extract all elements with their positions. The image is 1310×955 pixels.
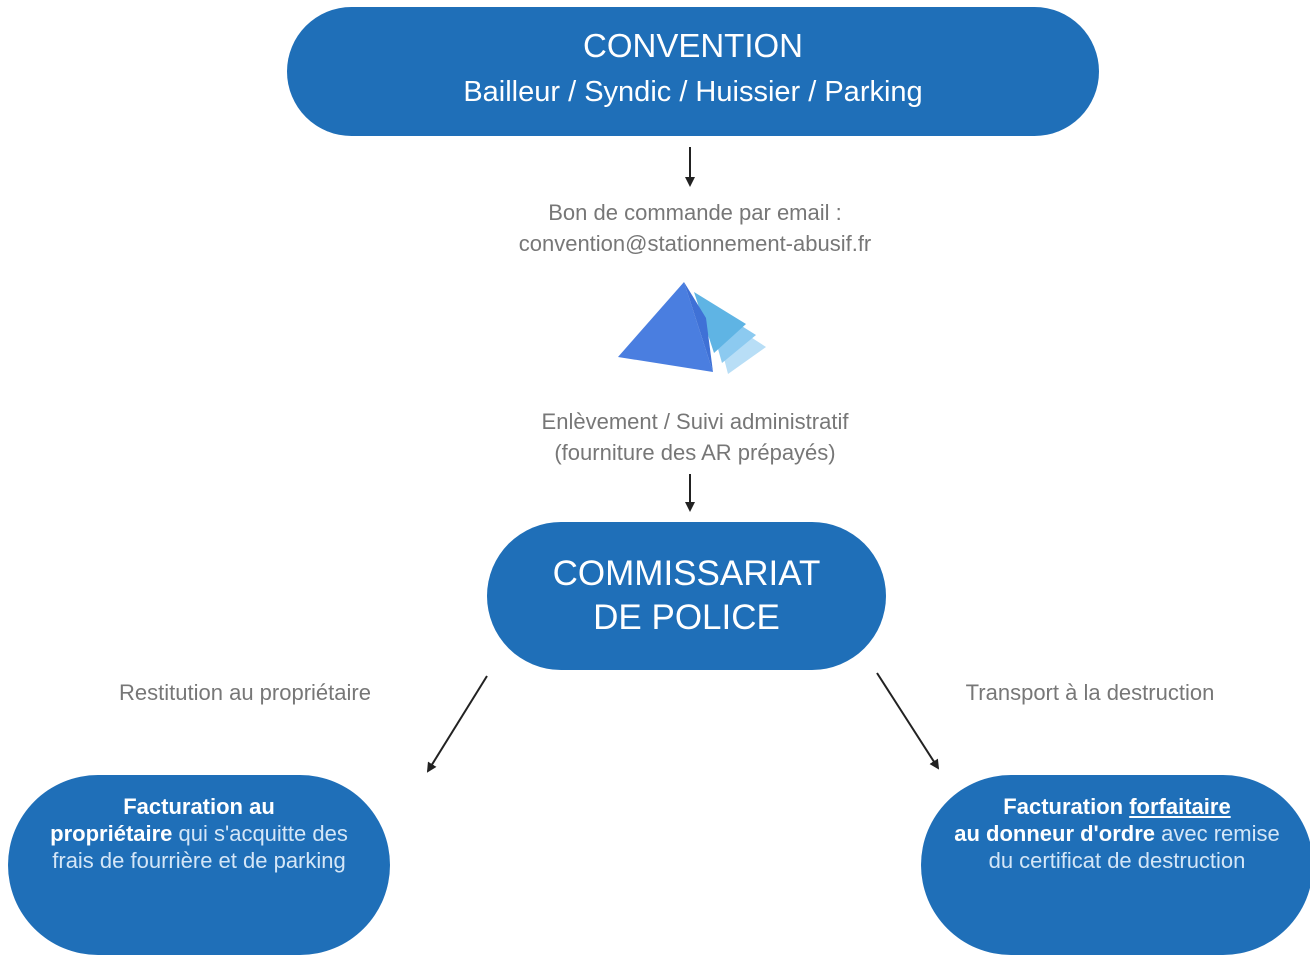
commissariat-line2: DE POLICE — [593, 598, 780, 637]
removal-label-line1: Enlèvement / Suivi administratif — [541, 409, 849, 434]
billing-client-strong2: au donneur d'ordre — [954, 821, 1156, 846]
commissariat-line1: COMMISSARIAT — [552, 554, 821, 593]
order-label-line1: Bon de commande par email : — [548, 200, 842, 225]
convention-node: CONVENTION Bailleur / Syndic / Huissier … — [287, 7, 1099, 136]
convention-title: CONVENTION — [582, 26, 803, 64]
billing-client-strong1: Facturation — [1003, 794, 1130, 819]
convention-subtitle: Bailleur / Syndic / Huissier / Parking — [463, 75, 923, 108]
order-email: convention@stationnement-abusif.fr — [518, 231, 872, 256]
transport-label: Transport à la destruction — [965, 680, 1215, 705]
order-label: Bon de commande par email : convention@s… — [455, 197, 935, 259]
restitution-label: Restitution au propriétaire — [119, 680, 371, 705]
billing-owner-strong1: Facturation au — [123, 794, 275, 819]
billing-client-underlined: forfaitaire — [1129, 794, 1231, 819]
billing-client-node: Facturation forfaitaire au donneur d'ord… — [921, 775, 1310, 955]
removal-label-line2: (fourniture des AR prépayés) — [554, 440, 836, 465]
arrow-restitution — [426, 675, 488, 773]
pyramid-logo-icon — [618, 282, 766, 374]
billing-client-rest: avec remise du certificat de destruction — [988, 821, 1280, 873]
billing-owner-strong2: propriétaire — [50, 821, 173, 846]
removal-label: Enlèvement / Suivi administratif (fourni… — [455, 406, 935, 468]
billing-owner-rest: qui s'acquitte des frais de fourrière et… — [52, 821, 348, 873]
commissariat-node: COMMISSARIAT DE POLICE — [487, 522, 886, 670]
billing-owner-node: Facturation au propriétaire qui s'acquit… — [8, 775, 390, 955]
